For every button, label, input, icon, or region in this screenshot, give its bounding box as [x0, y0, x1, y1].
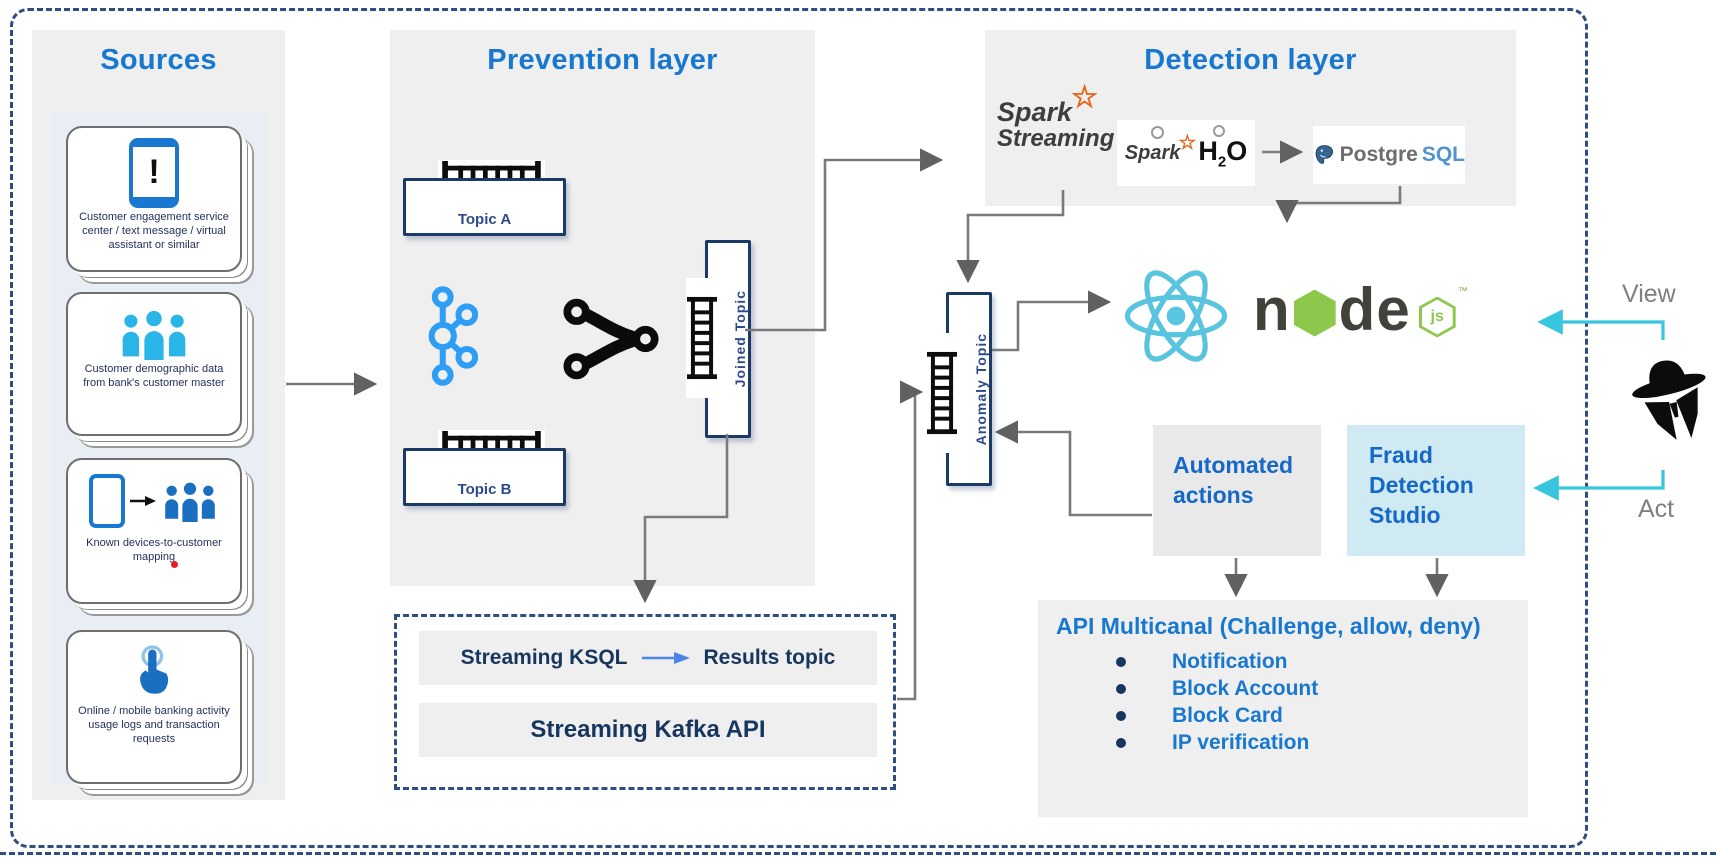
- bubble-icon: [1213, 125, 1225, 137]
- spark-star-icon: ☆: [1178, 131, 1197, 154]
- api-action-list: Notification Block Account Block Card IP…: [1056, 650, 1510, 755]
- bullet-icon: [1116, 737, 1126, 748]
- source-card-demographic: Customer demographic data from bank's cu…: [66, 292, 242, 436]
- spark-h2o-logo: Spark☆ H2O: [1117, 120, 1255, 186]
- joined-topic-label: Joined Topic: [732, 290, 748, 388]
- anomaly-topic-label: Anomaly Topic: [973, 332, 989, 446]
- h2o-word: H2O: [1198, 135, 1248, 171]
- source-card-engagement: ! Customer engagement service center / t…: [66, 126, 242, 272]
- bullet-icon: [1116, 683, 1126, 694]
- source-card-label: Known devices-to-customer mapping: [86, 537, 222, 564]
- detection-layer-title: Detection layer: [1144, 44, 1357, 76]
- touch-icon: [140, 645, 169, 694]
- kafka-logo-icon: [426, 286, 479, 391]
- topic-ladder-icon: [926, 333, 958, 453]
- nodejs-logo: n d e js ™: [1253, 280, 1468, 340]
- streaming-word: Streaming: [997, 125, 1115, 153]
- topic-ladder-icon: [686, 278, 718, 398]
- topic-b-label: Topic B: [457, 481, 512, 498]
- node-hexagon-icon: [1293, 289, 1336, 337]
- results-topic-label: Results topic: [703, 646, 836, 669]
- prevention-layer-panel: Prevention layer Topic A: [390, 30, 815, 586]
- merge-icon: [563, 298, 660, 385]
- sources-card-stack: ! Customer engagement service center / t…: [50, 112, 267, 784]
- prevention-layer-title: Prevention layer: [487, 44, 718, 76]
- bullet-icon: [1116, 656, 1126, 667]
- source-card-label: Customer engagement service center / tex…: [79, 211, 229, 252]
- automated-actions-box: Automated actions: [1153, 425, 1321, 556]
- node-letter-e: e: [1376, 276, 1411, 343]
- topic-a-box: Topic A: [403, 178, 566, 236]
- bullet-icon: [1116, 710, 1126, 721]
- postgres-elephant-icon: [1315, 145, 1334, 164]
- sql-text: SQL: [1421, 143, 1465, 166]
- sources-panel: Sources ! Customer engagement service ce…: [32, 30, 285, 800]
- arrow-right-icon: [130, 496, 156, 506]
- node-letter-n: n: [1253, 276, 1291, 343]
- source-card-label: Online / mobile banking activity usage l…: [78, 705, 230, 746]
- streaming-ksql-dashed-box: Streaming KSQL Results topic Streaming K…: [394, 614, 896, 790]
- node-letter-d: d: [1338, 276, 1377, 343]
- sources-title: Sources: [100, 44, 217, 76]
- spark-streaming-logo: Spark☆ Streaming: [997, 82, 1117, 153]
- api-action-item: Block Card: [1056, 704, 1510, 728]
- api-action-item: Block Account: [1056, 677, 1510, 701]
- api-action-item: IP verification: [1056, 731, 1510, 755]
- react-logo-icon: [1120, 266, 1232, 371]
- fraud-detection-studio-box: Fraud Detection Studio: [1347, 425, 1525, 556]
- topic-b-box: Topic B: [403, 448, 566, 506]
- trademark-symbol: ™: [1457, 286, 1468, 297]
- slide-bottom-dashed-edge: [0, 852, 1716, 855]
- act-label: Act: [1638, 495, 1675, 523]
- diagram-dashed-border: [10, 8, 1588, 848]
- streaming-kafka-api-bar: Streaming Kafka API: [419, 703, 877, 757]
- api-multicanal-title: API Multicanal (Challenge, allow, deny): [1056, 613, 1481, 639]
- streaming-ksql-bar: Streaming KSQL Results topic: [419, 631, 877, 685]
- blue-arrow-icon: [641, 652, 690, 664]
- red-dot: [171, 561, 178, 568]
- phone-icon: [89, 474, 125, 528]
- api-action-item: Notification: [1056, 650, 1510, 674]
- topic-a-label: Topic A: [457, 211, 512, 228]
- spark-word: Spark: [1124, 141, 1181, 164]
- js-hexagon-badge: js: [1418, 296, 1456, 338]
- streaming-kafka-api-label: Streaming Kafka API: [530, 716, 766, 743]
- source-card-devices: Known devices-to-customer mapping: [66, 458, 242, 604]
- bubble-icon: [1151, 126, 1164, 139]
- spy-user-icon: [1626, 342, 1716, 469]
- spark-word: Spark: [997, 97, 1073, 127]
- view-label: View: [1622, 280, 1676, 308]
- streaming-ksql-label: Streaming KSQL: [460, 646, 628, 669]
- source-card-online-banking: Online / mobile banking activity usage l…: [66, 630, 242, 784]
- postgre-text: Postgre: [1339, 143, 1418, 166]
- spark-star-icon: ☆: [1071, 81, 1099, 114]
- phone-alert-icon: !: [129, 138, 179, 208]
- api-multicanal-box: API Multicanal (Challenge, allow, deny) …: [1038, 600, 1528, 817]
- people-icon: [165, 482, 215, 522]
- people-icon: [117, 308, 191, 360]
- source-card-label: Customer demographic data from bank's cu…: [83, 363, 225, 390]
